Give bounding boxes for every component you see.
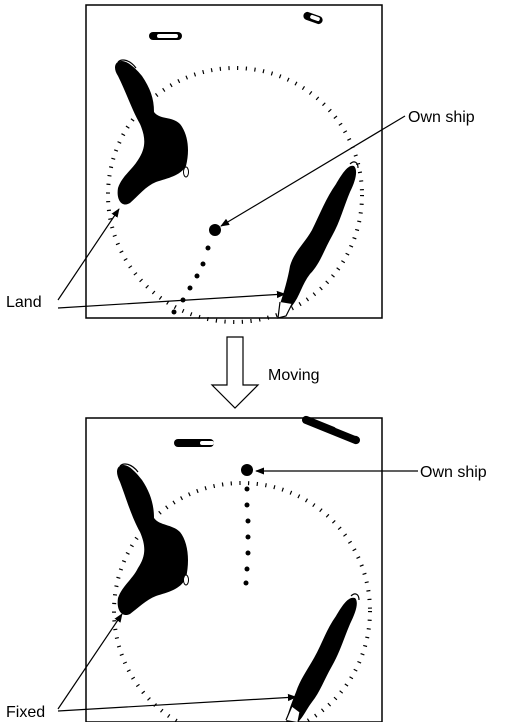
bottom-own-ship-marker (241, 464, 253, 476)
top-land-right-tip (349, 161, 359, 169)
fixed-leader-left (57, 613, 123, 710)
land-label: Land (6, 294, 42, 311)
top-land-left-outline (117, 59, 137, 69)
top-radar-panel (85, 4, 383, 324)
top-range-ring (106, 66, 364, 324)
top-own-ship-label: Own ship (408, 109, 475, 126)
bottom-target-northeast (301, 415, 361, 445)
bottom-range-ring (112, 481, 372, 722)
bottom-target-north (174, 439, 214, 447)
fixed-label: Fixed (6, 704, 45, 721)
top-target-north (149, 32, 182, 40)
moving-arrow (210, 336, 260, 409)
bottom-radar-panel (85, 415, 383, 722)
top-land-left (115, 60, 188, 205)
top-land-left-speck (183, 166, 189, 178)
top-radar-frame (85, 4, 383, 319)
bottom-own-ship-track (243, 486, 251, 586)
bottom-land-left-speck (183, 574, 189, 586)
fixed-leader-right (57, 693, 297, 712)
top-land-right-tail (277, 301, 293, 319)
bottom-land-right-tip (350, 593, 360, 601)
top-land-right (279, 165, 357, 313)
bottom-land-left (117, 464, 188, 616)
moving-label: Moving (268, 367, 320, 384)
top-own-ship-marker (209, 224, 221, 236)
top-own-ship-leader (220, 115, 406, 227)
top-target-northeast (303, 11, 323, 25)
land-leader-left (57, 208, 120, 301)
bottom-land-right-tail (285, 705, 301, 722)
bottom-land-right (286, 597, 357, 722)
bottom-land-left-outline (119, 463, 139, 473)
land-leader-right (57, 290, 286, 309)
bottom-own-ship-label: Own ship (420, 464, 487, 481)
bottom-radar-frame (85, 417, 383, 722)
